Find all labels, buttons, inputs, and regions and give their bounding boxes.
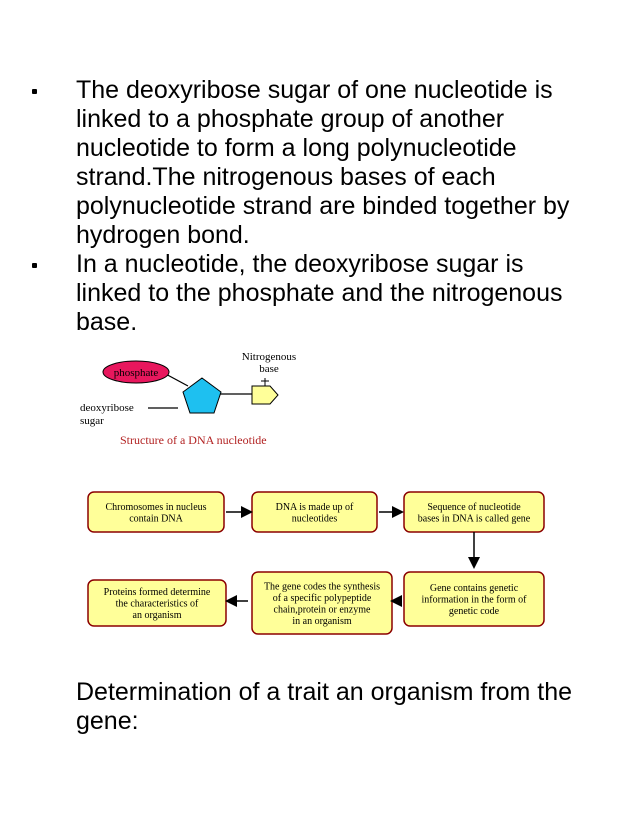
bullet-item: The deoxyribose sugar of one nucleotide … <box>32 76 592 250</box>
flow-box-text: bases in DNA is called gene <box>418 513 531 524</box>
caption-text: Determination of a trait an organism fro… <box>76 678 573 735</box>
bullet-dot-icon <box>32 263 37 268</box>
deoxyribose-pentagon <box>182 377 222 414</box>
sugar-label-line1: deoxyribose <box>80 402 134 414</box>
flow-box-text: nucleotides <box>292 513 338 524</box>
flow-box-text: DNA is made up of <box>276 502 354 513</box>
flow-box-text: The gene codes the synthesis <box>264 581 380 592</box>
nucleotide-structure-diagram: phosphate Nitrogenous base deoxyribose s… <box>80 351 296 447</box>
flow-box-text: an organism <box>133 610 182 621</box>
flow-box-text: information in the form of <box>422 595 528 606</box>
flow-box-text: Sequence of nucleotide <box>427 502 521 513</box>
flow-box-text: of a specific polypeptide <box>273 593 372 604</box>
base-label-line1: Nitrogenous <box>242 351 296 363</box>
flow-box-text: Chromosomes in nucleus <box>105 502 206 513</box>
flow-box-text: in an organism <box>292 616 351 627</box>
diagram-title: Structure of a DNA nucleotide <box>120 433 267 447</box>
flow-box <box>403 571 545 627</box>
flow-box <box>87 491 225 533</box>
phosphate-label: phosphate <box>114 367 159 379</box>
bullet-item: In a nucleotide, the deoxyribose sugar i… <box>32 250 592 337</box>
phosphate-ellipse <box>102 360 170 384</box>
flow-box-text: genetic code <box>449 606 500 617</box>
bullet-text: In a nucleotide, the deoxyribose sugar i… <box>76 250 563 336</box>
flow-box-text: chain,protein or enzyme <box>274 604 371 615</box>
bullet-dot-icon <box>32 89 37 94</box>
nitrogenous-base-shape <box>251 385 279 405</box>
base-label-line2: base <box>259 363 279 375</box>
flow-box-text: the characteristics of <box>116 599 199 610</box>
flow-box-text: Proteins formed determine <box>104 587 211 598</box>
sugar-label-line2: sugar <box>80 415 104 427</box>
bullet-text: The deoxyribose sugar of one nucleotide … <box>76 76 570 249</box>
flow-box-text: Gene contains genetic <box>430 583 519 594</box>
flow-box-text: contain DNA <box>129 513 183 524</box>
bullet-list: The deoxyribose sugar of one nucleotide … <box>32 76 592 337</box>
